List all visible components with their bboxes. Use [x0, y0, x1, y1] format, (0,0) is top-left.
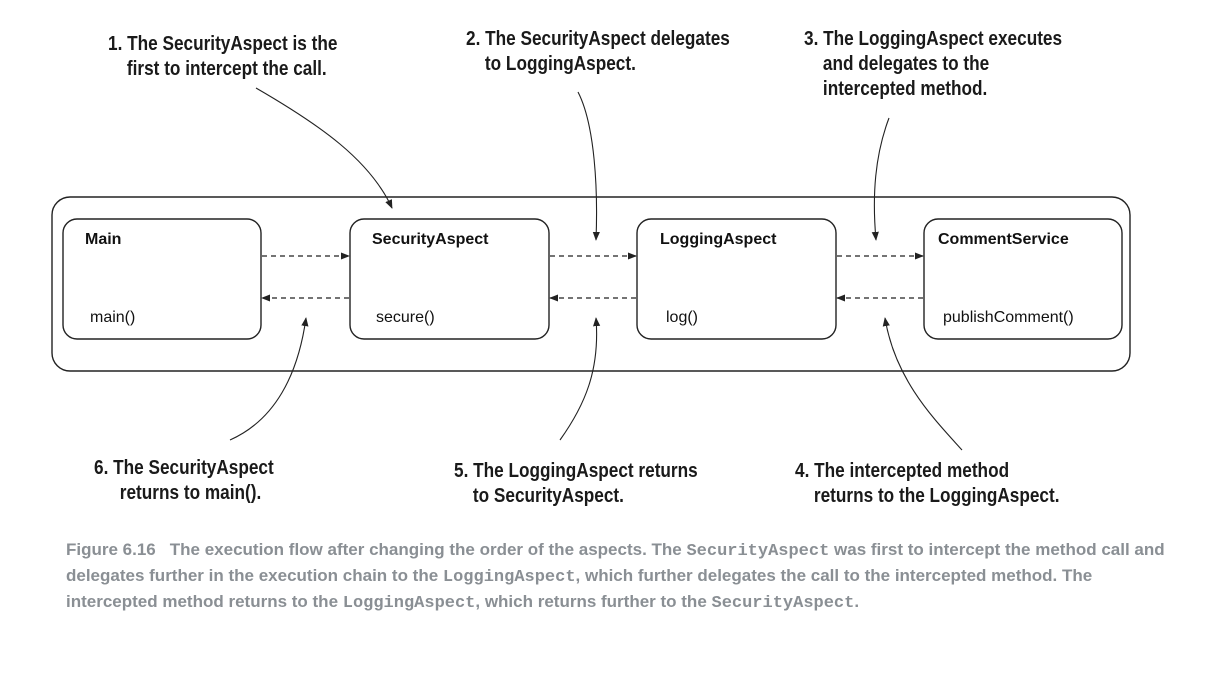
- component-title: LoggingAspect: [660, 231, 777, 248]
- caption-text: .: [854, 592, 860, 611]
- callout-line: and delegates to the: [822, 53, 990, 75]
- callout-line: 1. The SecurityAspect is the: [108, 33, 338, 55]
- caption-text: was first to intercept the method call a…: [66, 540, 1165, 585]
- component-title: SecurityAspect: [372, 231, 489, 248]
- leader-arrow-step1: [255, 87, 393, 209]
- callout-line: to LoggingAspect.: [484, 53, 636, 75]
- callout-step4: 4. The intercepted method returns to the…: [795, 459, 1060, 509]
- callout-line: to SecurityAspect.: [472, 485, 624, 507]
- callout-step2: 2. The SecurityAspect delegates to Loggi…: [466, 27, 730, 77]
- component-security-aspect: SecurityAspect secure(): [349, 218, 550, 340]
- component-method: main(): [90, 309, 135, 326]
- component-box: [636, 218, 837, 340]
- component-method: publishComment(): [943, 309, 1074, 326]
- component-comment-service: CommentService publishComment(): [923, 218, 1123, 340]
- leader-arrow-step6: [229, 317, 309, 441]
- leader-arrow-step4: [882, 317, 963, 451]
- caption-code: LoggingAspect: [342, 594, 476, 613]
- component-main: Main main(): [62, 218, 262, 340]
- callout-line: 5. The LoggingAspect returns: [454, 460, 698, 482]
- caption-text: , which further delegates the call to th…: [66, 566, 1093, 611]
- leader-arrow-step5: [559, 317, 601, 441]
- callout-step3: 3. The LoggingAspect executes and delega…: [804, 27, 1062, 102]
- figure-caption: Figure 6.16 The execution flow after chan…: [66, 538, 1186, 616]
- callout-line: 6. The SecurityAspect: [94, 457, 274, 479]
- component-box: [62, 218, 262, 340]
- callout-line: returns to the LoggingAspect.: [813, 485, 1060, 507]
- callout-line: intercepted method.: [822, 78, 988, 100]
- figure-label: Figure 6.16: [66, 540, 156, 559]
- caption-text: The execution flow after changing the or…: [169, 540, 687, 559]
- caption-code: SecurityAspect: [711, 594, 855, 613]
- callout-line: first to intercept the call.: [126, 58, 327, 80]
- callout-step1: 1. The SecurityAspect is the first to in…: [108, 32, 337, 82]
- callout-step5: 5. The LoggingAspect returns to Security…: [454, 459, 698, 509]
- leader-arrow-step3: [871, 117, 890, 241]
- component-box: [923, 218, 1123, 340]
- component-method: log(): [666, 309, 698, 326]
- callout-line: 3. The LoggingAspect executes: [804, 28, 1063, 50]
- callout-step6: 6. The SecurityAspect returns to main().: [94, 456, 274, 506]
- leader-arrow-step2: [577, 91, 600, 241]
- component-logging-aspect: LoggingAspect log(): [636, 218, 837, 340]
- callout-line: 4. The intercepted method: [795, 460, 1010, 482]
- caption-code: SecurityAspect: [686, 542, 830, 561]
- application-container: [51, 196, 1131, 372]
- component-title: CommentService: [938, 231, 1069, 248]
- callout-line: 2. The SecurityAspect delegates: [466, 28, 730, 50]
- component-method: secure(): [376, 309, 435, 326]
- component-title: Main: [85, 231, 121, 248]
- component-box: [349, 218, 550, 340]
- caption-text: , which returns further to the: [475, 592, 712, 611]
- callout-line: returns to main().: [119, 482, 262, 504]
- caption-code: LoggingAspect: [442, 568, 576, 587]
